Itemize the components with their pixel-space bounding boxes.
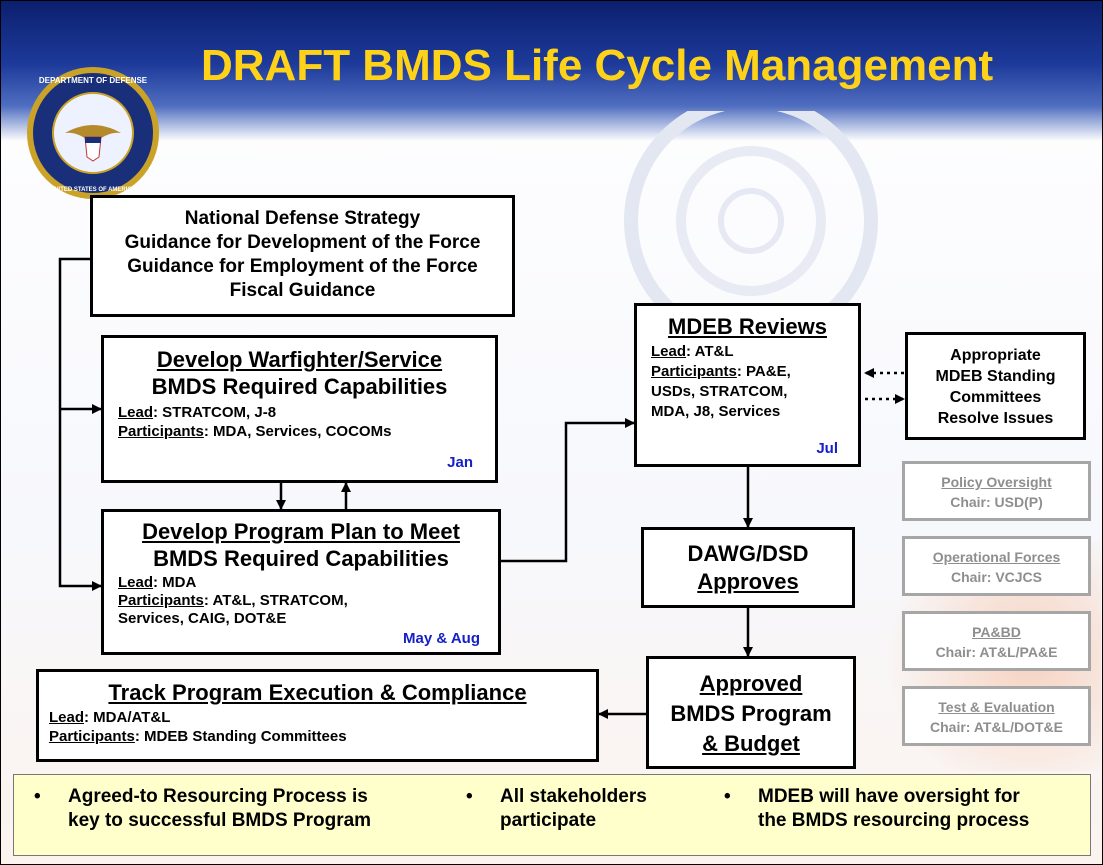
bullet-dot: •	[34, 786, 41, 807]
plan-lead-value: : MDA	[153, 574, 197, 591]
committee-name: PA&BD	[972, 624, 1021, 640]
program-plan-box: Develop Program Plan to Meet BMDS Requir…	[101, 509, 501, 655]
seal-top-text: DEPARTMENT OF DEFENSE	[39, 76, 148, 85]
plan-participants-line2: Services, CAIG, DOT&E	[118, 610, 287, 627]
strategy-line: Guidance for Development of the Force	[124, 232, 481, 253]
warfighter-box: Develop Warfighter/Service BMDS Required…	[101, 335, 498, 483]
plan-lead-label: Lead	[118, 574, 154, 591]
bullet-dot: •	[466, 786, 473, 807]
mdeb-reviews-box: MDEB Reviews Lead: AT&L Participants: PA…	[634, 303, 861, 467]
committee-name: Operational Forces	[932, 549, 1061, 565]
mdeb-participants-value: : PA&E,	[736, 363, 791, 380]
page-title: DRAFT BMDS Life Cycle Management	[201, 41, 994, 90]
mdeb-date: Jul	[816, 440, 838, 457]
track-participants-value: : MDEB Standing Committees	[134, 728, 347, 745]
approved-line2: BMDS Program	[670, 701, 832, 726]
committee-policy-box: Policy Oversight Chair: USD(P)	[902, 461, 1091, 521]
track-execution-box: Track Program Execution & Compliance Lea…	[36, 669, 599, 762]
bullet-item: • MDEB will have oversight for the BMDS …	[724, 785, 1029, 833]
plan-title-line2: BMDS Required Capabilities	[153, 546, 449, 571]
bullet-line2: key to successful BMDS Program	[68, 810, 372, 831]
seal-bottom-text: UNITED STATES OF AMERICA	[50, 187, 137, 193]
bullet-item: • Agreed-to Resourcing Process is key to…	[34, 785, 371, 833]
dod-seal-logo: DEPARTMENT OF DEFENSE UNITED STATES OF A…	[27, 67, 159, 199]
strategy-line: National Defense Strategy	[184, 208, 421, 229]
committee-chair: Chair: USD(P)	[950, 494, 1043, 510]
approved-line3: & Budget	[702, 731, 800, 756]
bullet-line2: participate	[500, 810, 597, 831]
committees-box: Appropriate MDEB Standing Committees Res…	[905, 332, 1086, 440]
committee-chair: Chair: AT&L/DOT&E	[930, 719, 1063, 735]
bullet-line1: Agreed-to Resourcing Process is	[68, 786, 368, 807]
mdeb-title: MDEB Reviews	[668, 314, 827, 339]
track-lead-value: : MDA/AT&L	[84, 709, 171, 726]
warfighter-lead-value: : STRATCOM, J-8	[153, 404, 277, 421]
warfighter-participants-label: Participants	[118, 423, 204, 440]
header-band	[1, 1, 1102, 141]
bullet-line1: MDEB will have oversight for	[758, 786, 1020, 807]
strategy-line: Guidance for Employment of the Force	[127, 256, 478, 277]
approved-line1: Approved	[699, 671, 803, 696]
mdeb-lead-label: Lead	[651, 343, 687, 360]
track-lead-label: Lead	[49, 709, 85, 726]
bullet-line1: All stakeholders	[500, 786, 647, 807]
committee-name: Policy Oversight	[941, 474, 1052, 490]
dawg-box: DAWG/DSD Approves	[641, 527, 855, 608]
mdeb-participants-line2: USDs, STRATCOM,	[651, 383, 788, 400]
strategy-box: National Defense Strategy Guidance for D…	[90, 195, 515, 317]
arrow-strategy-to-plan	[58, 257, 102, 591]
committee-chair: Chair: VCJCS	[950, 569, 1043, 585]
warfighter-title-line2: BMDS Required Capabilities	[151, 374, 448, 399]
warfighter-title-line1: Develop Warfighter/Service	[156, 347, 443, 372]
committees-line: Resolve Issues	[937, 410, 1054, 427]
strategy-line: Fiscal Guidance	[229, 280, 376, 301]
arrow-plan-to-mdeb	[501, 418, 635, 563]
committee-chair: Chair: AT&L/PA&E	[935, 644, 1058, 660]
dawg-line2: Approves	[697, 569, 799, 594]
dawg-line1: DAWG/DSD	[687, 541, 809, 566]
plan-participants-value: : AT&L, STRATCOM,	[203, 592, 348, 609]
plan-title-line1: Develop Program Plan to Meet	[142, 519, 460, 544]
track-title: Track Program Execution & Compliance	[108, 680, 527, 705]
bullet-dot: •	[724, 786, 731, 807]
mdeb-participants-line3: MDA, J8, Services	[651, 403, 781, 420]
bullet-item: • All stakeholders participate	[466, 785, 647, 833]
committees-line: Committees	[949, 389, 1042, 406]
warfighter-lead-label: Lead	[118, 404, 154, 421]
committee-pabd-box: PA&BD Chair: AT&L/PA&E	[902, 611, 1091, 671]
track-participants-label: Participants	[49, 728, 135, 745]
warfighter-participants-value: : MDA, Services, COCOMs	[203, 423, 392, 440]
plan-participants-label: Participants	[118, 592, 204, 609]
mdeb-lead-value: : AT&L	[686, 343, 734, 360]
bullet-line2: the BMDS resourcing process	[758, 810, 1030, 831]
committee-name: Test & Evaluation	[938, 699, 1055, 715]
warfighter-date: Jan	[447, 454, 473, 471]
committee-test-box: Test & Evaluation Chair: AT&L/DOT&E	[902, 686, 1091, 746]
summary-bullets: • Agreed-to Resourcing Process is key to…	[13, 774, 1091, 856]
approved-box: Approved BMDS Program & Budget	[646, 656, 856, 769]
plan-date: May & Aug	[403, 630, 480, 647]
committees-line: Appropriate	[950, 347, 1041, 364]
committees-line: MDEB Standing	[935, 368, 1056, 385]
mdeb-participants-label: Participants	[651, 363, 737, 380]
committee-operational-box: Operational Forces Chair: VCJCS	[902, 536, 1091, 596]
